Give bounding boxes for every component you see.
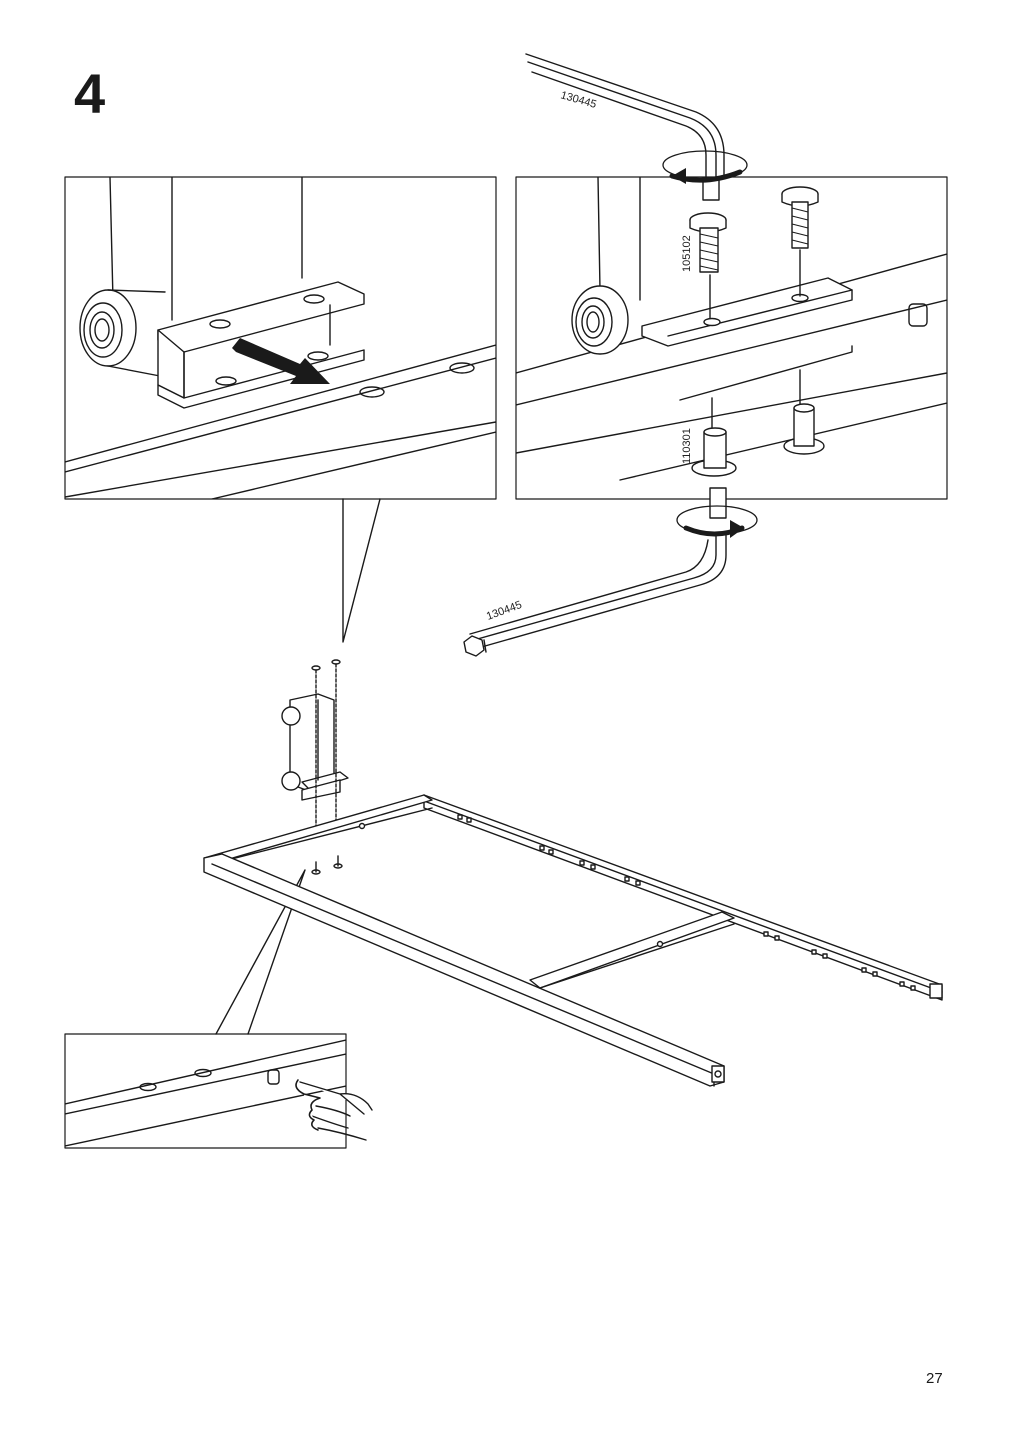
allen-key-bottom-icon — [463, 487, 758, 657]
u-bracket-icon — [157, 281, 365, 409]
square-hole-icon — [908, 303, 928, 327]
allen-key-top-icon — [525, 53, 748, 201]
part-label-barrel-nut: 110301 — [681, 428, 693, 464]
pointing-hand-icon — [295, 1079, 373, 1141]
callout-lines — [215, 498, 381, 1035]
detail-panel-bracket-slide — [64, 176, 497, 500]
main-frame-assembly — [203, 659, 943, 1087]
wheel-icon — [571, 285, 629, 355]
bolt-icon — [781, 186, 819, 297]
part-label-bolt: 105102 — [681, 235, 693, 272]
square-hole-icon — [267, 1069, 280, 1085]
detail-panel-bolt-tighten — [515, 176, 948, 500]
hole-icon — [194, 1068, 212, 1078]
slide-arrow-icon — [232, 338, 330, 384]
rotate-arrow-icon — [676, 505, 758, 538]
page-number: 27 — [926, 1370, 943, 1387]
hole-icon — [449, 362, 475, 374]
bolt-icon — [689, 212, 727, 319]
step-number: 4 — [74, 62, 106, 125]
small-bracket-icon — [281, 659, 349, 875]
wheel-icon — [79, 289, 166, 377]
barrel-nut-icon — [691, 397, 737, 477]
detail-panel-square-hole — [64, 1033, 373, 1149]
hole-icon — [359, 386, 385, 398]
rail-holes — [358, 814, 916, 991]
hole-icon — [139, 1082, 157, 1092]
rotate-arrow-icon — [662, 150, 748, 184]
part-label-allen-key-bottom: 130445 — [485, 599, 524, 623]
bracket-plate-icon — [641, 277, 853, 401]
barrel-nut-icon — [783, 369, 825, 455]
